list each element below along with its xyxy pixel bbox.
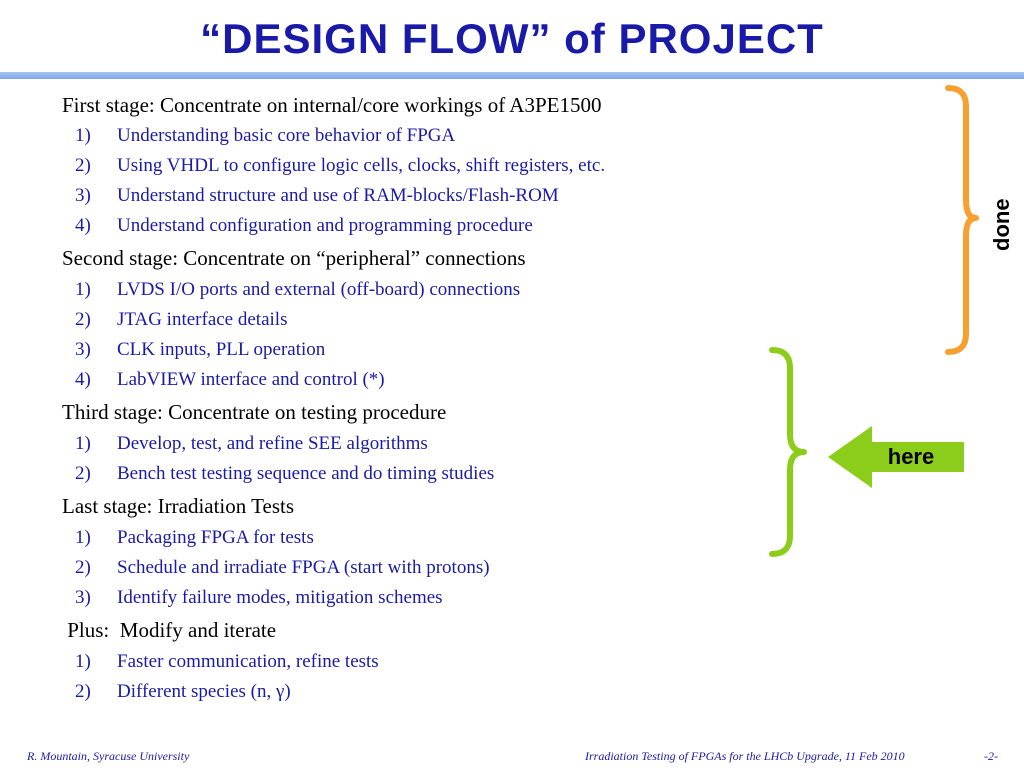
stage-heading-second: Second stage: Concentrate on “peripheral…	[62, 246, 526, 270]
list-item: 4)LabVIEW interface and control (*)	[75, 369, 385, 390]
list-item: 2)Using VHDL to configure logic cells, c…	[75, 155, 606, 176]
here-arrow-icon	[828, 426, 964, 488]
list-item: 2)JTAG interface details	[75, 309, 288, 330]
here-brace	[769, 347, 807, 557]
list-item: 2)Different species (n, γ)	[75, 681, 291, 702]
footer-author: R. Mountain, Syracuse University	[27, 749, 190, 763]
list-item: 3)Identify failure modes, mitigation sch…	[75, 587, 443, 608]
list-item: 2)Bench test testing sequence and do tim…	[75, 463, 495, 484]
list-item: 1)Packaging FPGA for tests	[75, 527, 314, 548]
list-item: 1)Understanding basic core behavior of F…	[75, 125, 456, 146]
list-item: 2)Schedule and irradiate FPGA (start wit…	[75, 557, 490, 578]
done-label: done	[989, 198, 1014, 251]
list-item: 1)Develop, test, and refine SEE algorith…	[75, 433, 428, 454]
here-label: here	[887, 444, 935, 469]
list-item: 1)Faster communication, refine tests	[75, 651, 379, 672]
footer-page-number: -2-	[984, 749, 998, 763]
stage-heading-third: Third stage: Concentrate on testing proc…	[62, 400, 447, 424]
list-item: 4)Understand configuration and programmi…	[75, 215, 533, 236]
stage-heading-plus: Plus: Modify and iterate	[62, 618, 277, 642]
footer-talk-title: Irradiation Testing of FPGAs for the LHC…	[585, 749, 905, 763]
done-brace	[945, 85, 979, 355]
list-item: 1)LVDS I/O ports and external (off-board…	[75, 279, 521, 300]
list-item: 3)Understand structure and use of RAM-bl…	[75, 185, 559, 206]
stage-heading-first: First stage: Concentrate on internal/cor…	[62, 93, 602, 117]
list-item: 3)CLK inputs, PLL operation	[75, 339, 326, 360]
stage-heading-last: Last stage: Irradiation Tests	[62, 494, 294, 518]
slide-title: “DESIGN FLOW” of PROJECT	[200, 15, 824, 62]
title-divider	[0, 72, 1024, 79]
